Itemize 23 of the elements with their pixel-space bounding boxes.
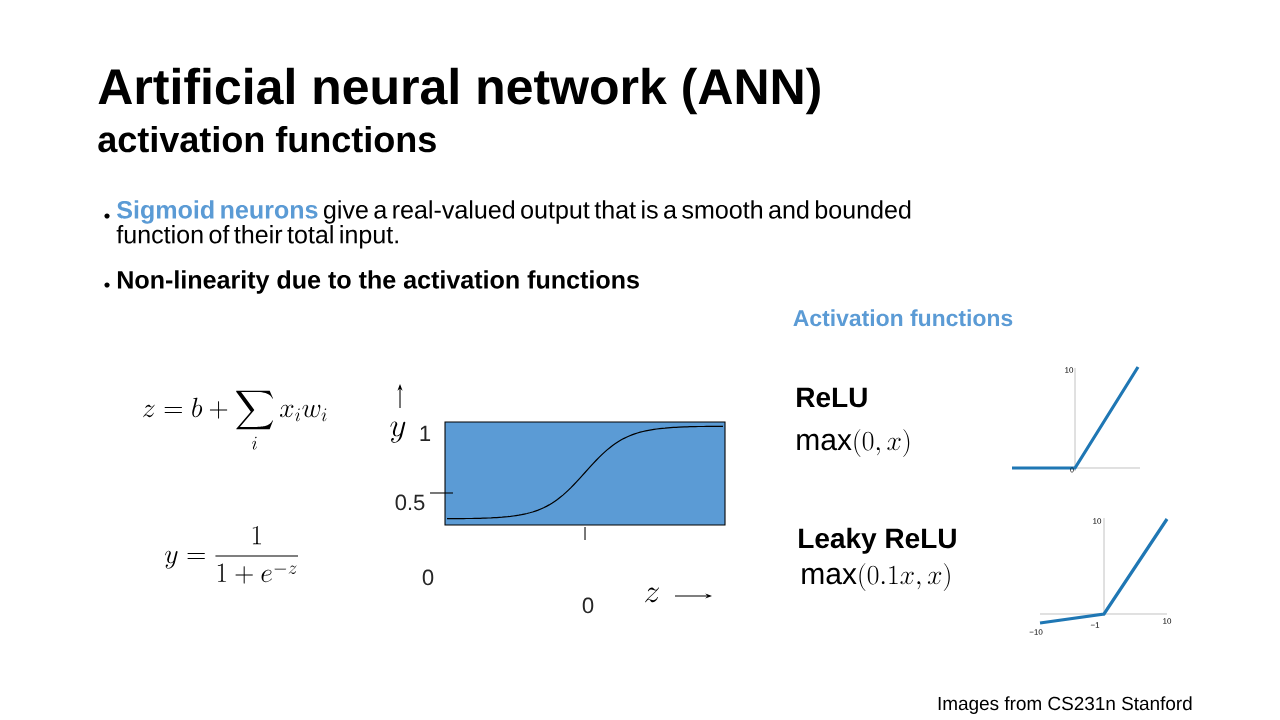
sigmoid-formula: $y=\frac{1}{1+e^{-z}}$ — [165, 525, 299, 584]
weighted-sum-formula: $z=b+\sum_{i} x_{i}w_{i}$ — [143, 390, 327, 450]
tick-label: 10 — [1065, 367, 1074, 373]
leaky-relu-formula: $\max(0.1x,x)$ — [802, 563, 950, 591]
tick-label: 0.5 — [395, 494, 425, 511]
tick-label: 10 — [1163, 618, 1172, 624]
axis-label: $y$ — [390, 421, 406, 443]
tick-label: −1 — [1090, 622, 1100, 628]
tick-label: 10 — [1093, 518, 1102, 524]
tick-label: −10 — [1029, 629, 1043, 635]
function-name: ReLU — [797, 387, 867, 408]
subtitle: activation functions — [98, 125, 436, 153]
tick-label: 0 — [422, 569, 434, 586]
axis-label: $z$ — [645, 587, 659, 603]
source-note: Images from CS231n Stanford — [938, 696, 1192, 714]
panel-heading: Activation functions — [793, 309, 1013, 327]
relu-formula: $\max(0,x)$ — [797, 429, 910, 457]
title: Artificial neural network (ANN) — [98, 67, 820, 115]
bullet-text: Non-linearity due to the activation functions — [117, 270, 639, 294]
bullet-text: Sigmoid neurons give a real-valued output that is a smooth and bounded function of their total input. — [116, 200, 911, 249]
tick-label: 0 — [582, 597, 594, 614]
tick-label: 1 — [420, 425, 431, 441]
function-name: Leaky ReLU — [799, 527, 956, 554]
